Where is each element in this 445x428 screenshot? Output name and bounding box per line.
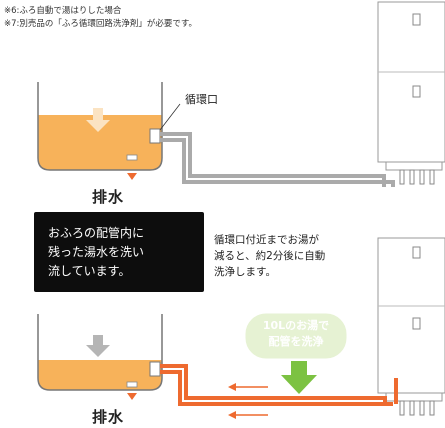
drain-label-top: 排水 [92, 188, 125, 206]
green-down-arrow-icon [281, 361, 317, 394]
drain-arrow-icon [127, 393, 137, 400]
flow-arrows [228, 383, 268, 419]
pipe-orange-bottom [160, 364, 398, 406]
pipe-gray-top [160, 132, 395, 187]
info-black-box: おふろの配管内に 残った湯水を洗い 流しています。 [34, 212, 204, 292]
green-callout-text: 10Lのお湯で 配管を洗浄 [262, 319, 330, 348]
water-heater-top [377, 1, 445, 185]
note-7: ※7:別売品の「ふろ循環回路洗浄剤」が必要です。 [4, 19, 198, 29]
drain-plug [126, 381, 138, 388]
circulation-port-label: 循環口 [185, 93, 218, 106]
drain-arrow-icon [127, 173, 137, 180]
auto-clean-description: 循環口付近までお湯が 減ると、約2分後に自動 洗浄します。 [214, 234, 326, 278]
bathtub-bottom [37, 314, 163, 400]
circulation-port [149, 128, 161, 144]
down-arrow-gray-icon [86, 335, 110, 357]
water-heater-bottom [377, 237, 445, 416]
leader-line [159, 103, 181, 131]
note-6: ※6:ふろ自動で湯はりした場合 [4, 6, 122, 16]
drain-label-bottom: 排水 [92, 408, 125, 426]
black-box-text: おふろの配管内に 残った湯水を洗い 流しています。 [48, 226, 145, 278]
bathtub-top [37, 82, 181, 180]
drain-plug [126, 154, 138, 161]
down-arrow-light-icon [86, 108, 110, 132]
circulation-port [149, 361, 161, 377]
green-callout [245, 313, 347, 394]
